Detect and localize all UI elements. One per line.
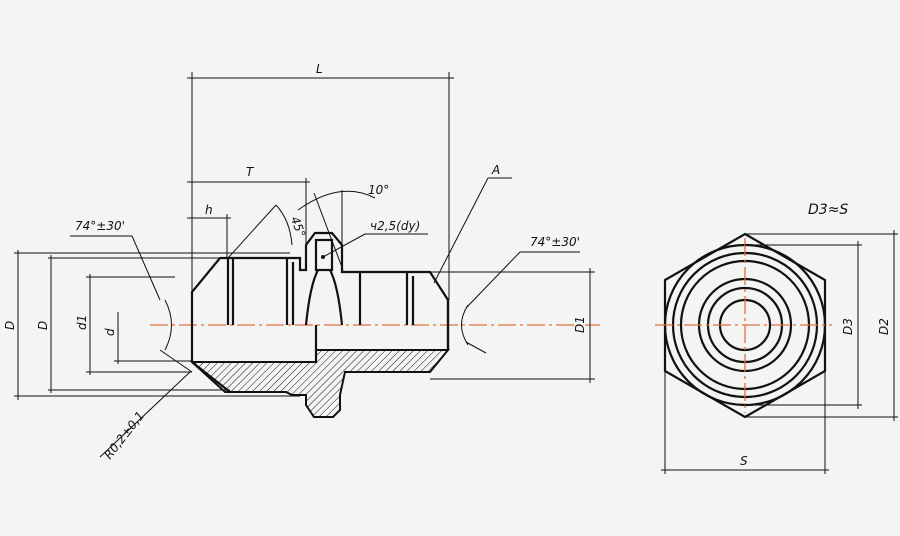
label-D2: D2 bbox=[877, 318, 891, 335]
label-h: h bbox=[205, 203, 213, 217]
label-L: L bbox=[316, 62, 323, 76]
label-45deg: 45° bbox=[288, 214, 308, 239]
body-outline-top bbox=[190, 231, 450, 362]
label-T: T bbox=[246, 165, 255, 179]
label-D1: D1 bbox=[573, 316, 587, 333]
label-D3-approx-S: D3≈S bbox=[808, 202, 848, 218]
hatched-section bbox=[189, 349, 451, 418]
label-D3: D3 bbox=[841, 318, 855, 335]
label-D-outer: D bbox=[3, 321, 17, 330]
label-D-inner: D bbox=[36, 321, 50, 330]
label-d1: d1 bbox=[75, 315, 89, 330]
label-angle-right: 74°±30' bbox=[530, 235, 580, 249]
label-10deg: 10° bbox=[368, 183, 389, 197]
label-d: d bbox=[103, 328, 117, 336]
chamfer-bottom bbox=[191, 361, 231, 393]
side-view: L T h 45° 10° ч2,5(dy) A 74°±30' bbox=[3, 62, 600, 462]
end-view: D3≈S D2 D3 S bbox=[655, 202, 898, 474]
marking-box bbox=[314, 238, 334, 272]
label-angle-left: 74°±30' bbox=[75, 219, 125, 233]
label-marking: ч2,5(dy) bbox=[370, 219, 420, 233]
label-radius: R0,2±0,1 bbox=[101, 409, 147, 462]
label-S: S bbox=[740, 454, 748, 468]
hex-curve bbox=[304, 269, 344, 326]
label-A: A bbox=[491, 163, 500, 177]
